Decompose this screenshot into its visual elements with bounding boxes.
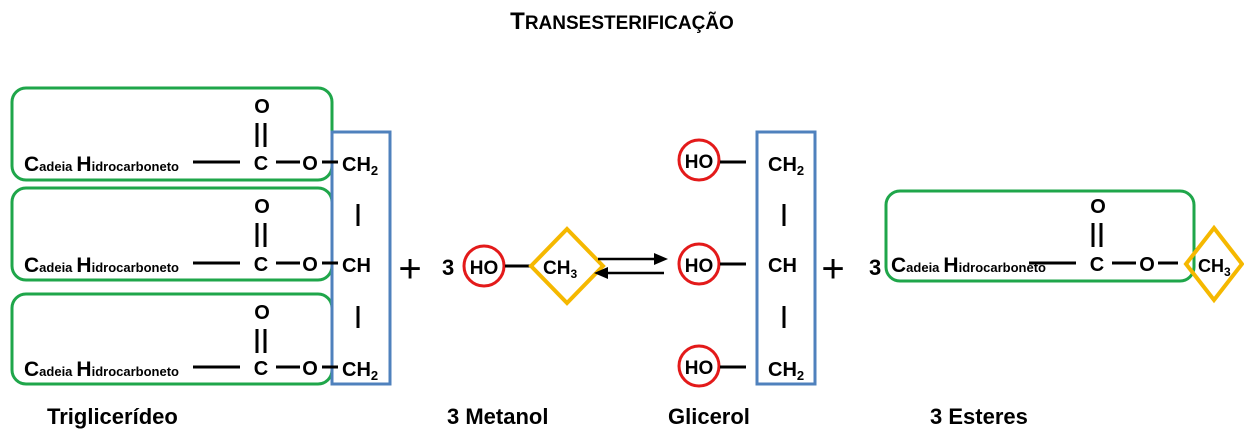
- methanol-hydroxyl: HO: [470, 258, 499, 279]
- backbone-box: [330, 130, 392, 386]
- glycerol-hydroxyl-1: HO: [685, 152, 714, 173]
- hydroxyl-circle: [677, 344, 721, 388]
- carbonyl-oxygen: O: [254, 196, 270, 218]
- ester-oxygen: O: [302, 254, 318, 276]
- plus-sign-1: +: [398, 247, 421, 291]
- glycerol-ch2-bottom: CH2: [768, 359, 804, 383]
- methanol: 3 HO CH3: [442, 226, 606, 306]
- plus-sign-2: +: [821, 247, 844, 291]
- ester-oxygen: O: [302, 358, 318, 380]
- hydroxyl-circle: [677, 138, 721, 182]
- carbonyl-carbon: C: [254, 153, 268, 175]
- caption-glycerol: Glicerol: [668, 404, 750, 429]
- backbone-ch2-bottom: CH2: [342, 359, 378, 383]
- glycerol-ch2-top: CH2: [768, 154, 804, 178]
- glycerol-ch: CH: [768, 255, 797, 277]
- diagram-title: TRANSESTERIFICAÇÃO: [510, 8, 734, 35]
- hydroxyl-circle: [462, 244, 506, 288]
- carbonyl-carbon: C: [1090, 254, 1104, 276]
- ester-product-box: [884, 189, 1196, 283]
- ester-oxygen: O: [302, 153, 318, 175]
- glycerol-hydroxyl-3: HO: [685, 358, 714, 379]
- carbonyl-carbon: C: [254, 358, 268, 380]
- ester-methyl: CH3: [1198, 256, 1231, 279]
- ester-oxygen: O: [1139, 254, 1155, 276]
- caption-triglyceride: Triglicerídeo: [47, 404, 178, 429]
- methyl-diamond: [1183, 224, 1244, 304]
- equilibrium-arrows: [594, 253, 668, 279]
- caption-methanol: 3 Metanol: [447, 404, 549, 429]
- esters-coefficient: 3: [869, 255, 881, 280]
- methanol-coefficient: 3: [442, 255, 454, 280]
- carbonyl-oxygen: O: [1090, 196, 1106, 218]
- methanol-methyl: CH3: [543, 258, 577, 281]
- backbone-ch: CH: [342, 255, 371, 277]
- carbonyl-carbon: C: [254, 254, 268, 276]
- glycerol: HO CH2 HO CH HO CH2: [677, 130, 817, 388]
- carbonyl-oxygen: O: [254, 96, 270, 118]
- backbone-ch2-top: CH2: [342, 154, 378, 178]
- carbonyl-oxygen: O: [254, 302, 270, 324]
- glycerol-box: [755, 130, 817, 386]
- glycerol-hydroxyl-2: HO: [685, 256, 714, 277]
- hydroxyl-circle: [677, 242, 721, 286]
- methyl-diamond: [528, 226, 606, 306]
- caption-esters: 3 Esteres: [930, 404, 1028, 429]
